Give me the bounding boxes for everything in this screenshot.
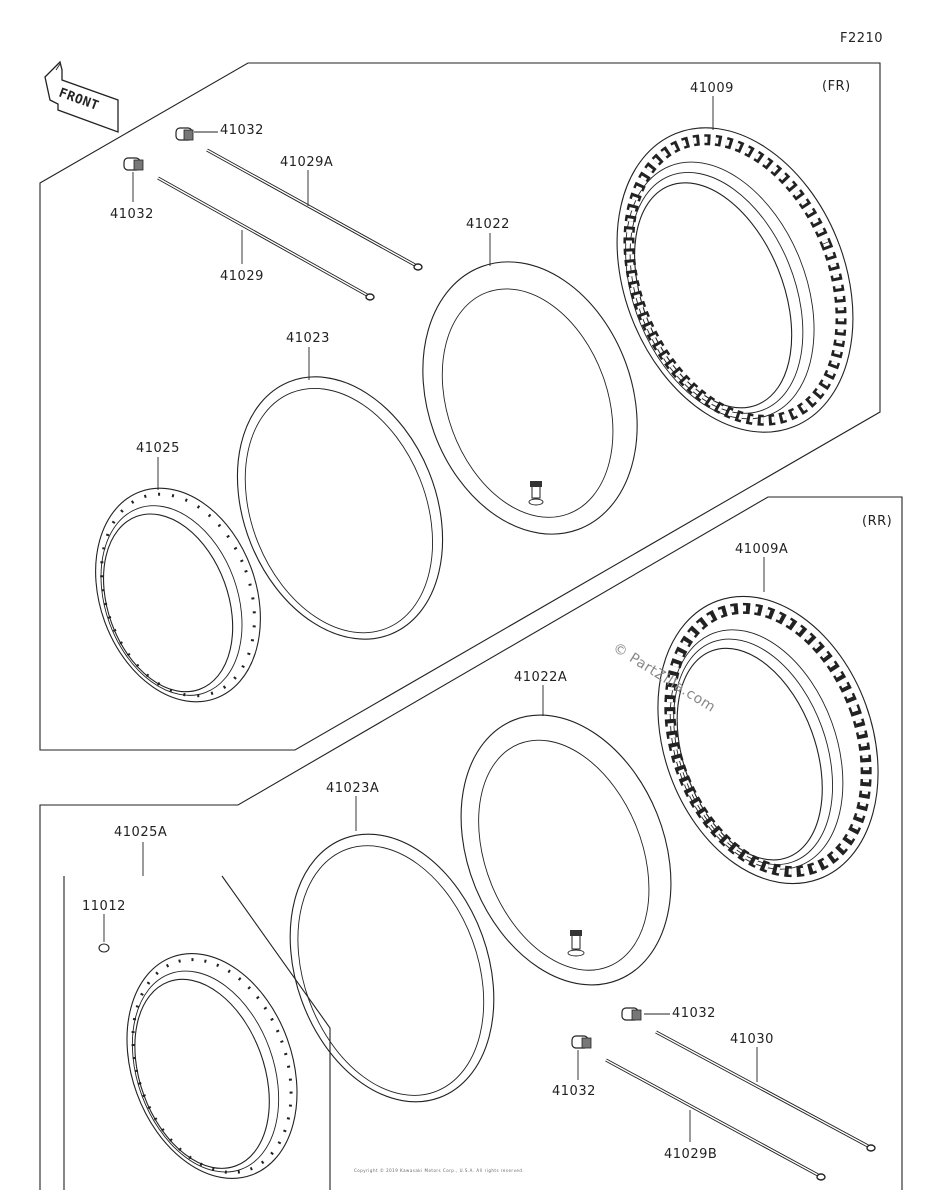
label-spoke-rr-a: 41030 bbox=[730, 1032, 774, 1047]
front-tire bbox=[616, 127, 854, 433]
rear-tube bbox=[460, 714, 672, 986]
label-valve-rr-b: 41032 bbox=[552, 1084, 596, 1099]
label-tube-rr: 41022A bbox=[514, 670, 567, 685]
spoke-fr-a bbox=[206, 148, 423, 271]
rim-plug bbox=[98, 943, 110, 953]
valve-rr-a bbox=[621, 1007, 642, 1021]
diagram-code: F2210 bbox=[840, 31, 883, 46]
label-tire-fr: 41009 bbox=[690, 81, 734, 96]
valve-fr-b bbox=[123, 157, 144, 171]
front-section-frame bbox=[39, 62, 881, 751]
label-band-rr: 41023A bbox=[326, 781, 379, 796]
label-valve-rr-a: 41032 bbox=[672, 1006, 716, 1021]
label-band-fr: 41023 bbox=[286, 331, 330, 346]
rim-assy-box bbox=[63, 875, 331, 1190]
rear-rim-band bbox=[289, 833, 495, 1103]
front-tube bbox=[422, 261, 638, 535]
front-rim bbox=[95, 487, 261, 703]
label-spoke-rr-b: 41029B bbox=[664, 1147, 717, 1162]
section-label-front: (FR) bbox=[822, 79, 851, 94]
rear-tire bbox=[657, 595, 879, 885]
spoke-fr-b bbox=[157, 176, 375, 301]
valve-rr-b bbox=[571, 1035, 592, 1049]
spoke-rr-a bbox=[655, 1030, 876, 1152]
label-spoke-fr-b: 41029 bbox=[220, 269, 264, 284]
watermark: © PartZilla.com bbox=[610, 640, 718, 716]
copyright-fine-print: Copyright © 2019 Kawasaki Motors Corp., … bbox=[354, 1168, 524, 1173]
front-rim-band bbox=[236, 376, 444, 640]
spoke-rr-b bbox=[605, 1058, 826, 1181]
label-valve-fr-b: 41032 bbox=[110, 207, 154, 222]
front-tube-valve bbox=[528, 481, 544, 506]
section-label-rear: (RR) bbox=[862, 514, 892, 529]
label-rim-fr: 41025 bbox=[136, 441, 180, 456]
label-rim-plug-rr: 11012 bbox=[82, 899, 126, 914]
label-valve-fr-a: 41032 bbox=[220, 123, 264, 138]
label-spoke-fr-a: 41029A bbox=[280, 155, 333, 170]
valve-fr-a bbox=[175, 127, 194, 141]
rear-rim bbox=[126, 953, 298, 1179]
label-tire-rr: 41009A bbox=[735, 542, 788, 557]
rear-tube-valve bbox=[567, 930, 585, 957]
rear-section-frame bbox=[39, 496, 903, 1190]
front-arrow-icon: FRONT bbox=[44, 60, 119, 133]
label-tube-fr: 41022 bbox=[466, 217, 510, 232]
label-rim-assy-rr: 41025A bbox=[114, 825, 167, 840]
